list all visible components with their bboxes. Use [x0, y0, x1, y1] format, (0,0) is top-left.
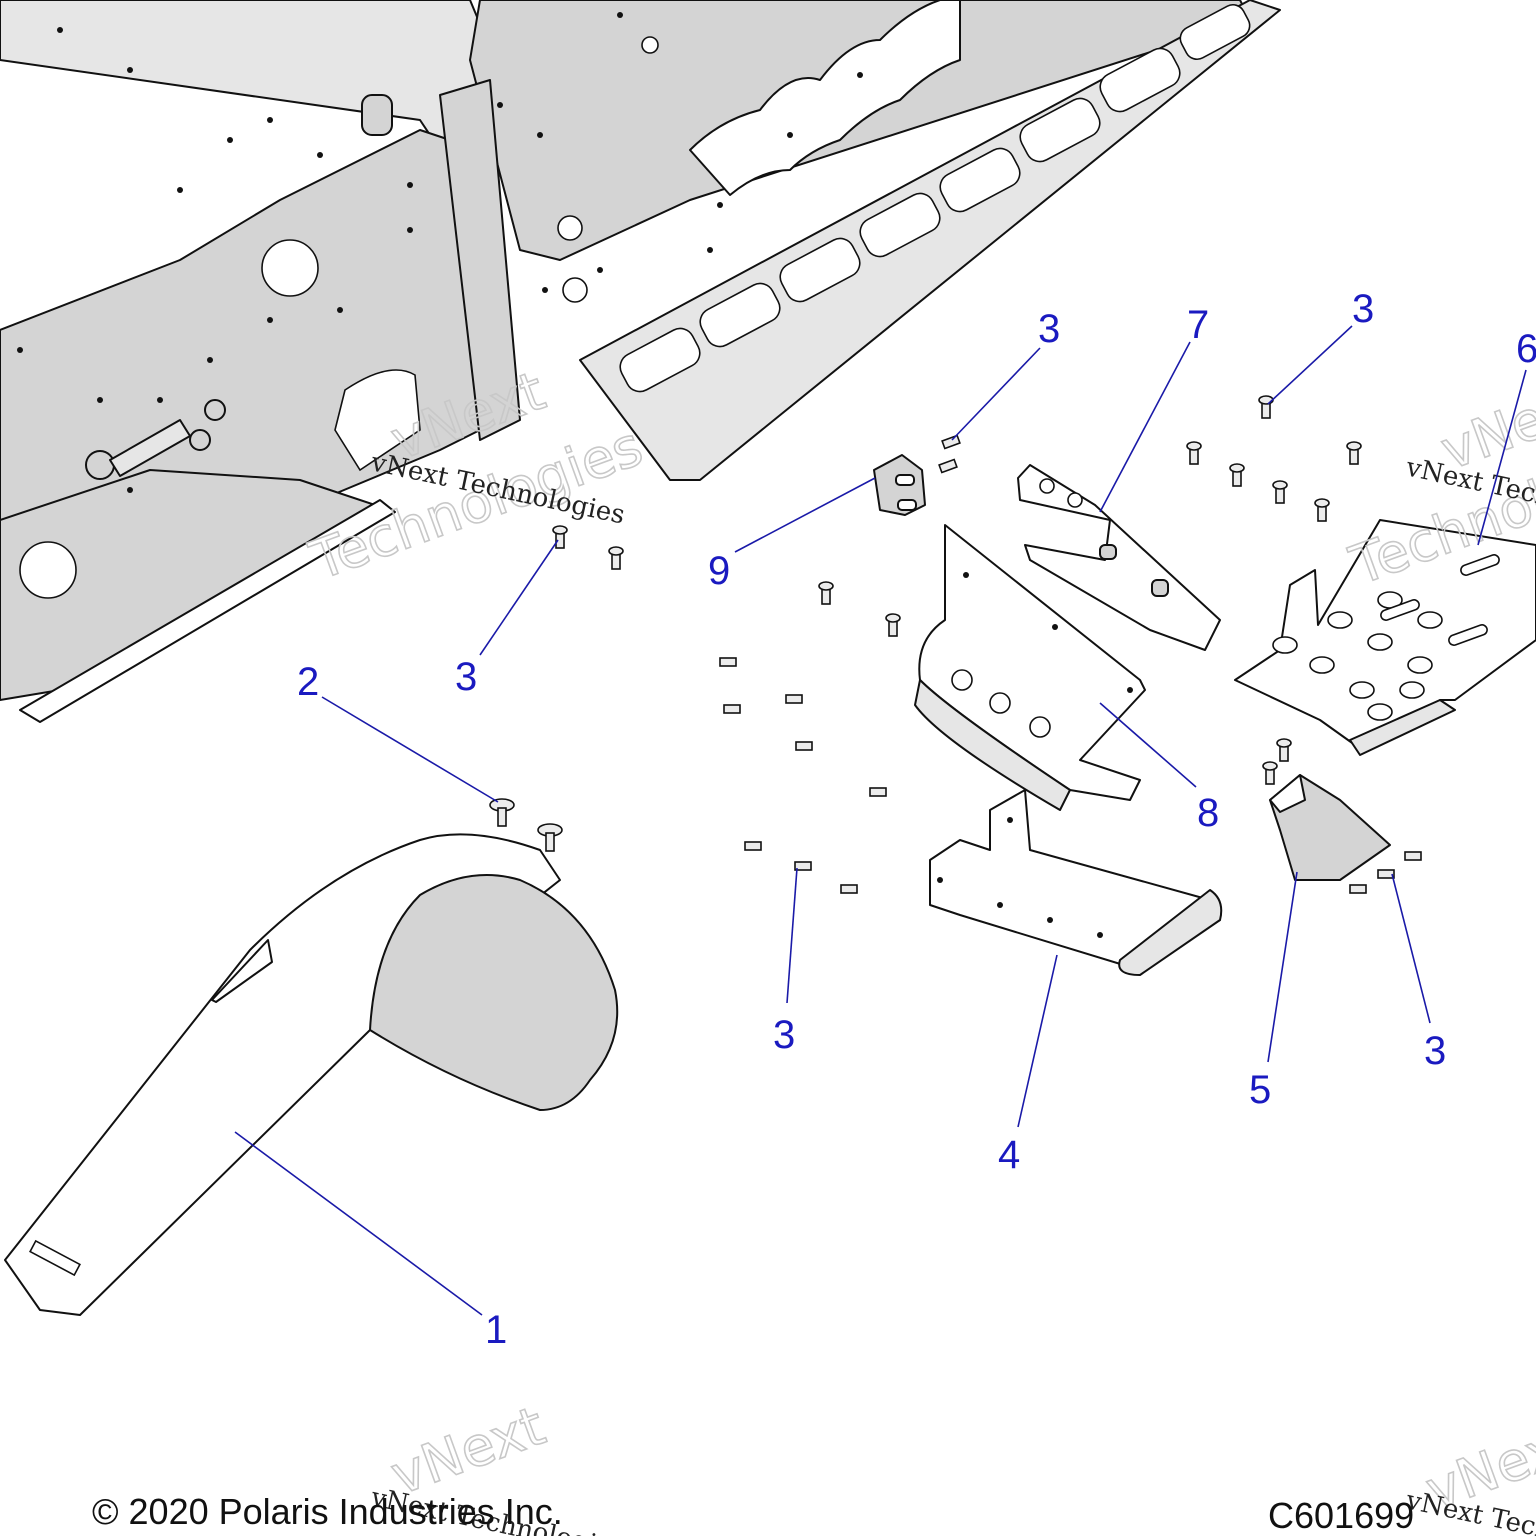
callout-3: 3 — [1424, 1029, 1446, 1073]
part-9-mount-plate — [873, 454, 926, 516]
part-8-heat-shield — [914, 524, 1146, 811]
callout-5: 5 — [1249, 1068, 1271, 1112]
leader-lines — [234, 325, 1527, 1316]
callout-4: 4 — [998, 1133, 1020, 1177]
chassis-frame — [0, 0, 1281, 723]
callout-7: 7 — [1187, 303, 1209, 347]
callout-3: 3 — [455, 655, 477, 699]
part-5-gusset — [1269, 774, 1391, 881]
part-7-bracket — [1017, 464, 1221, 651]
part-3-screw — [552, 395, 1422, 894]
callout-1: 1 — [485, 1308, 507, 1352]
copyright-notice: © 2020 Polaris Industries Inc. — [92, 1491, 563, 1532]
part-4-bracket — [929, 789, 1223, 976]
callout-2: 2 — [297, 660, 319, 704]
drawing-number: C601699 — [1268, 1495, 1414, 1536]
callout-9: 9 — [708, 549, 730, 593]
callout-3: 3 — [1038, 307, 1060, 351]
callout-3: 3 — [773, 1013, 795, 1057]
callout-8: 8 — [1197, 791, 1219, 835]
part-6-footrest-plate — [1234, 519, 1536, 756]
part-2-push-pin — [489, 798, 563, 852]
callout-6: 6 — [1516, 327, 1536, 371]
callout-3: 3 — [1352, 287, 1374, 331]
fasteners — [489, 395, 1422, 894]
part-1-belt-guard — [4, 833, 619, 1316]
callouts: 1 2 3 3 3 3 3 4 5 6 7 8 9 — [297, 287, 1536, 1352]
